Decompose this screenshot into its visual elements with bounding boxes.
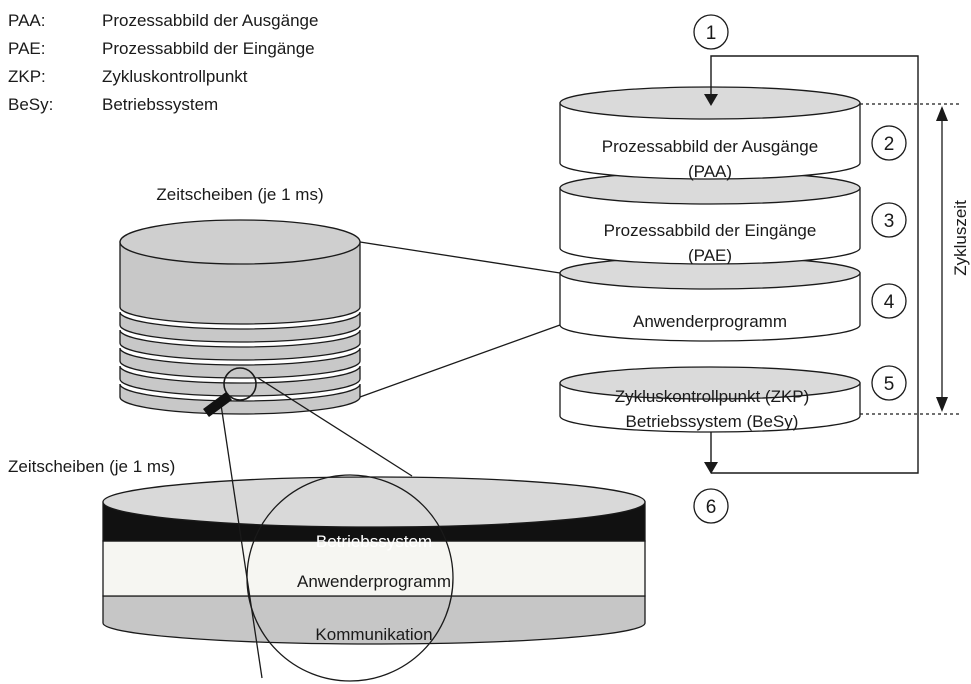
slice-detail: [102, 476, 646, 645]
time-slices-title-bottom: Zeitscheiben (je 1 ms): [8, 457, 175, 476]
cycle-time-arrowhead-bottom: [936, 397, 948, 412]
time-slice-1: [119, 241, 361, 325]
entry-arrowhead: [704, 94, 718, 106]
time-slice-5: [119, 365, 361, 397]
legend-abbr-pae: PAE:: [8, 39, 45, 58]
magnifier: [219, 367, 454, 682]
connector-lines: [359, 241, 561, 398]
step-circles: [693, 14, 907, 524]
cycle-loop: [710, 55, 919, 474]
legend-abbr-zkp: ZKP:: [8, 67, 46, 86]
magnifier-ray-left: [219, 397, 263, 679]
loop-line: [710, 55, 919, 474]
magnifier-handle: [203, 391, 232, 418]
time-slice-3: [119, 329, 361, 361]
step-6-circle: [693, 488, 729, 524]
step-3-number: 3: [884, 211, 895, 232]
cycle-zkp-line2: Betriebssystem (BeSy): [626, 412, 799, 431]
step-1-circle: [693, 14, 729, 50]
step-6-number: 6: [706, 497, 717, 518]
step-5-number: 5: [884, 374, 895, 395]
time-slice-4: [119, 347, 361, 379]
slice-layer-comm-label: Kommunikation: [315, 625, 432, 644]
cycle-pae-line1: Prozessabbild der Eingänge: [604, 221, 817, 240]
cycle-paa-line2: (PAA): [688, 162, 732, 181]
legend-text-paa: Prozessabbild der Ausgänge: [102, 11, 318, 30]
legend-abbr-paa: PAA:: [8, 11, 45, 30]
time-slices-title-top: Zeitscheiben (je 1 ms): [156, 185, 323, 204]
slice-layer-communication: [102, 595, 646, 645]
cycle-disc-app: [559, 272, 861, 342]
step-5-circle: [871, 365, 907, 401]
cycle-time-arrowhead-top: [936, 106, 948, 121]
step-2-number: 2: [884, 134, 895, 155]
cycle-app-label: Anwenderprogramm: [633, 312, 787, 331]
cycle-pae-line2: (PAE): [688, 246, 732, 265]
legend-text-zkp: Zykluskontrollpunkt: [102, 67, 248, 86]
legend-text-pae: Prozessabbild der Eingänge: [102, 39, 315, 58]
cycle-zkp-line1: Zykluskontrollpunkt (ZKP): [615, 387, 810, 406]
step-1-number: 1: [706, 23, 717, 44]
cycle-time-dimension: [860, 103, 962, 415]
step-4-circle: [871, 283, 907, 319]
legend-abbr-besy: BeSy:: [8, 95, 53, 114]
magnifier-lens: [223, 367, 257, 401]
cycle-disc-paa: [559, 102, 861, 180]
slice-layer-app-label: Anwenderprogramm: [297, 572, 451, 591]
exit-arrowhead: [704, 462, 718, 474]
magnifier-ray-right: [257, 377, 413, 477]
cycle-disc-pae: [559, 187, 861, 265]
step-2-circle: [871, 125, 907, 161]
slice-detail-top: [102, 476, 646, 528]
time-slice-stack-top: [119, 219, 361, 265]
connector-top: [359, 241, 561, 274]
step-3-circle: [871, 202, 907, 238]
legend: PAA: Prozessabbild der Ausgänge PAE: Pro…: [8, 11, 318, 114]
connector-bottom: [359, 324, 561, 398]
cycle-paa-line1: Prozessabbild der Ausgänge: [602, 137, 818, 156]
time-slice-stack: [119, 219, 361, 415]
legend-text-besy: Betriebssystem: [102, 95, 218, 114]
cycle-time-label: Zykluszeit: [951, 200, 970, 276]
magnifier-zoom-circle: [246, 474, 454, 682]
step-4-number: 4: [884, 292, 895, 313]
slice-layer-os-label: Betriebssystem: [316, 532, 432, 551]
cycle-stack: [559, 86, 861, 433]
time-slice-2: [119, 311, 361, 343]
